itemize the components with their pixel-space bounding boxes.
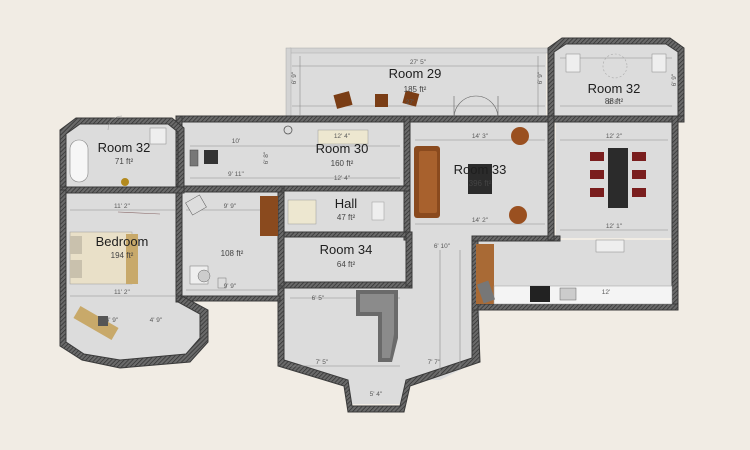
bath-fixture [651, 53, 667, 73]
room-name-bedroom: Bedroom [96, 234, 149, 249]
dim-label: 9' 11'' [228, 171, 244, 178]
dim-label: 6' 10'' [434, 243, 450, 250]
floor-room34 [284, 236, 408, 282]
sofa [317, 129, 369, 145]
furniture [69, 53, 673, 362]
room-name-30: Room 30 [316, 141, 369, 156]
dim-label: 8' 8'' [608, 99, 621, 106]
floors [66, 42, 680, 404]
room-name-32-top: Room 32 [588, 81, 641, 96]
room-name-33: Room 33 [454, 162, 507, 177]
dim-label: 11' 2'' [114, 203, 130, 210]
room-area-center: 108 ft² [221, 249, 244, 258]
dim-label: 4' 9'' [106, 317, 119, 324]
dim-label: 12' 1'' [606, 223, 622, 230]
dim-label: 6' 9'' [291, 72, 298, 85]
room-name-34: Room 34 [320, 242, 373, 257]
dim-label: 14' 2'' [472, 217, 488, 224]
room-area-32-top: 88 ft² [605, 97, 624, 106]
coffee-table [468, 164, 492, 194]
room-area-hall: 47 ft² [337, 213, 356, 222]
room-area-33: 396 ft² [469, 179, 492, 188]
dim-label: 10' [232, 138, 240, 145]
balcony-chair [375, 94, 388, 107]
room-labels: Room 29 185 ft² Room 32 88 ft² Room 32 7… [96, 66, 641, 269]
room-area-30: 160 ft² [331, 159, 354, 168]
balcony-chair [402, 90, 420, 107]
walls [59, 37, 685, 413]
balcony-chair [333, 91, 353, 109]
dim-label: 6' 8'' [263, 152, 270, 165]
dim-label: 27' 5'' [410, 59, 426, 66]
armchair [509, 206, 527, 224]
dim-label: 9' 9'' [224, 203, 237, 210]
dim-label: 6' 5'' [312, 295, 325, 302]
dim-label: 12' 2'' [606, 133, 622, 140]
dim-label: 7' 5'' [316, 359, 329, 366]
dimension-lines [70, 56, 672, 375]
dim-label: 11' 2'' [114, 289, 130, 296]
dimension-labels: 27' 5'' 27' 6' 9'' 6' 9'' 12' 4'' 12' 4'… [106, 59, 678, 398]
desk-chair [204, 150, 218, 164]
dim-label: 27' [406, 99, 414, 106]
dim-label: 5' 4'' [370, 391, 383, 398]
bath-fixture [565, 53, 581, 73]
dim-label: 9' 9'' [224, 283, 237, 290]
room-name-29: Room 29 [389, 66, 442, 81]
room-area-29: 185 ft² [404, 85, 427, 94]
dim-label: 12' 4'' [334, 133, 350, 140]
kitchen-counter [493, 285, 673, 305]
dim-label: 6' 9'' [537, 72, 544, 85]
room-name-hall: Hall [335, 196, 358, 211]
dim-label: 12' [602, 289, 610, 296]
room-area-32-left: 71 ft² [115, 157, 134, 166]
floor-room32-top [552, 42, 680, 118]
room-name-32-left: Room 32 [98, 140, 151, 155]
dim-label: 6' 9'' [671, 74, 678, 87]
dining-table [608, 148, 628, 208]
dim-label: 4' 9'' [150, 317, 163, 324]
hall-cabinet [260, 196, 278, 236]
dim-label: 12' 4'' [334, 175, 350, 182]
room-area-34: 64 ft² [337, 260, 356, 269]
room-area-bedroom: 194 ft² [111, 251, 134, 260]
floor-room29 [290, 52, 546, 118]
bathtub [69, 139, 89, 183]
dim-label: 14' 3'' [472, 133, 488, 140]
armchair [511, 127, 529, 145]
floor-corridor [408, 238, 480, 380]
dim-label: 7' 7'' [428, 359, 441, 366]
